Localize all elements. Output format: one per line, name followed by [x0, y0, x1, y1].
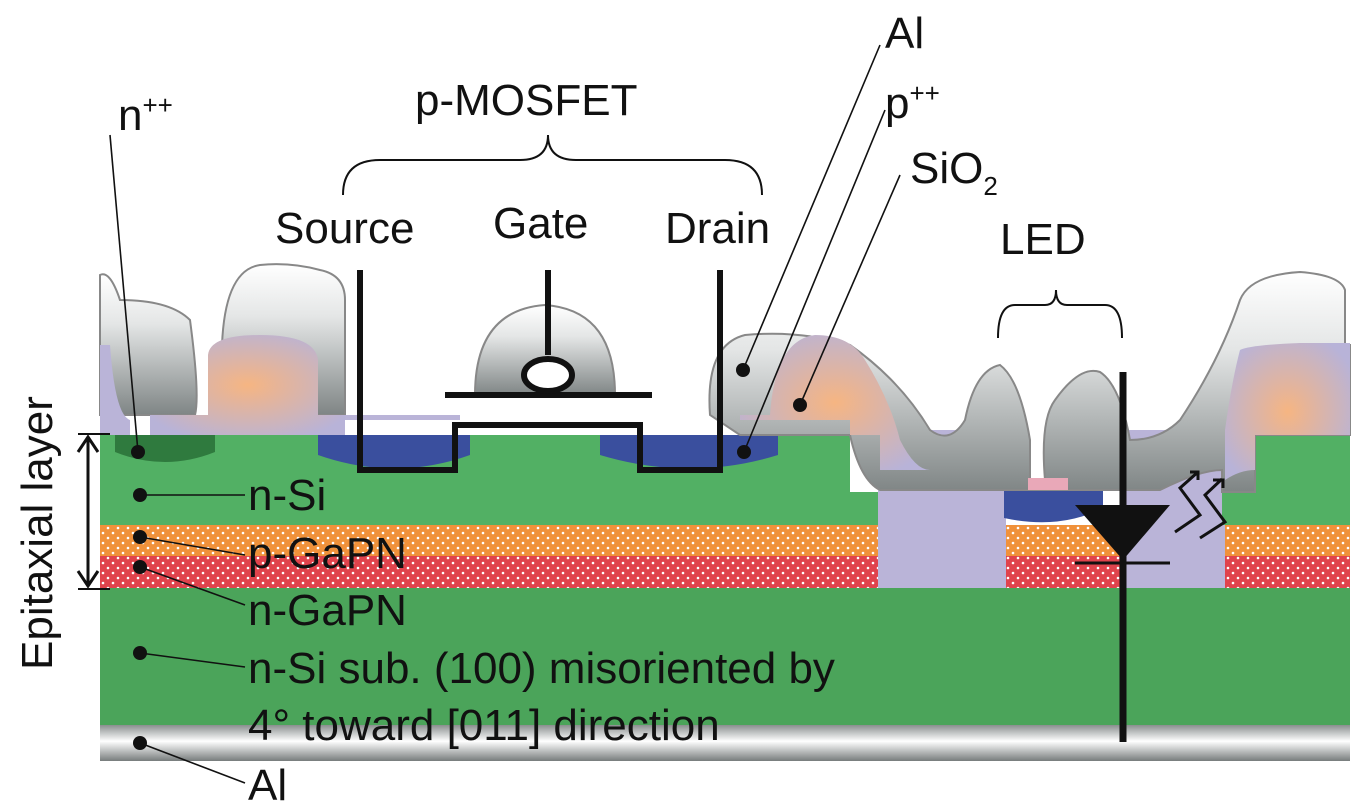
- led-brace: [997, 289, 1123, 339]
- al-metal-left: [99, 273, 198, 416]
- label-substrate-line2: 4° toward [011] direction: [248, 701, 720, 750]
- leader-lines: [109, 44, 901, 784]
- label-led: LED: [1000, 215, 1086, 264]
- n-si-substrate: [100, 588, 1350, 725]
- label-n-plus-plus: n++: [118, 90, 173, 140]
- p-plus-plus-drain: [600, 435, 778, 469]
- sio2-right-2: [1225, 343, 1350, 480]
- label-p-plus-plus: p++: [885, 78, 940, 128]
- label-dots: [131, 363, 807, 750]
- n-gapn-dots: [100, 556, 878, 588]
- label-p-gapn: p-GaPN: [248, 529, 407, 578]
- led-diode-symbol: [1075, 372, 1228, 742]
- label-sio2: SiO2: [910, 144, 998, 201]
- right-n-si: [1222, 435, 1350, 525]
- bottom-al-contact: [100, 725, 1350, 761]
- label-drain: Drain: [665, 204, 770, 253]
- label-al-bottom: Al: [248, 761, 287, 810]
- label-p-mosfet: p-MOSFET: [415, 76, 637, 125]
- label-source: Source: [275, 204, 414, 253]
- gate-contact-icon: [521, 356, 575, 394]
- label-epitaxial-layer: Epitaxial layer: [13, 396, 62, 670]
- mosfet-schematic: [357, 270, 723, 473]
- led-p-plus-plus: [1004, 490, 1103, 523]
- label-n-gapn: n-GaPN: [248, 586, 407, 635]
- led-n-gapn-dots: [1006, 556, 1120, 588]
- sio2-left-2: [150, 335, 345, 435]
- right-p-gapn-dots: [1225, 525, 1350, 556]
- label-substrate-line1: n-Si sub. (100) misoriented by: [248, 644, 835, 693]
- sio2-led-cap: [1028, 478, 1068, 490]
- label-n-si: n-Si: [248, 471, 326, 520]
- p-gapn-dots: [100, 525, 878, 556]
- p-mosfet-brace: [342, 134, 763, 196]
- label-gate: Gate: [493, 199, 588, 248]
- label-al-top: Al: [885, 9, 924, 58]
- sio2-left-1: [100, 345, 130, 435]
- right-n-gapn-dots: [1225, 556, 1350, 588]
- p-plus-plus-source: [318, 435, 470, 469]
- sio2-gate-oxide: [345, 415, 460, 420]
- epitaxial-layer-arrow: [76, 433, 110, 590]
- sio2-right-1: [740, 335, 930, 470]
